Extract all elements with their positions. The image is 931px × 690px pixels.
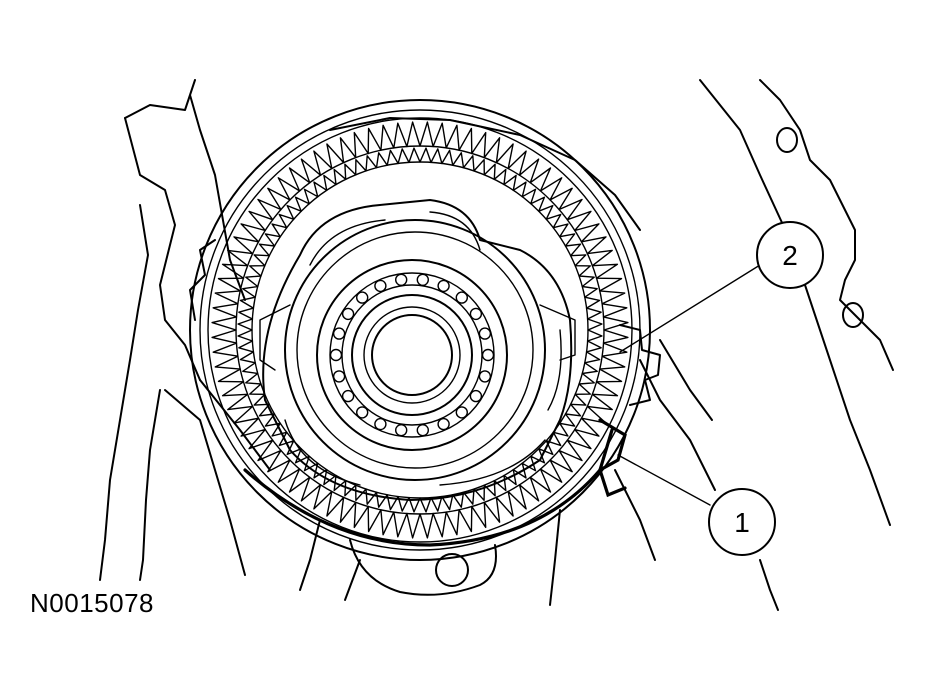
bearing-ball (478, 327, 492, 340)
retaining-ring (243, 428, 614, 547)
bolt-hole (842, 302, 864, 328)
bearing-ball (356, 291, 369, 304)
bearing-ball (437, 417, 450, 431)
outer-housing-ring (189, 99, 651, 561)
lower-lug (349, 539, 497, 596)
bearing-ball (455, 406, 468, 419)
bearing-ball (455, 291, 468, 304)
bearing-ball (469, 307, 483, 321)
bearing-balls (329, 273, 495, 437)
callout-1-label: 1 (734, 507, 750, 538)
bearing-ball (341, 307, 355, 321)
leader-line-2 (619, 264, 761, 353)
bearing-ball (469, 389, 483, 403)
bearing-ball (332, 370, 346, 383)
transmission-housing (99, 79, 656, 606)
bearing-ball (356, 406, 369, 419)
bearing-ball (395, 424, 408, 437)
leader-line-1 (617, 454, 711, 506)
bearing-ball (416, 424, 429, 437)
bearing-ball (481, 348, 495, 362)
bearing-ball (437, 279, 450, 293)
bearing-ball (374, 279, 387, 293)
bearing-ball (374, 417, 387, 431)
figure-reference-code: N0015078 (30, 588, 154, 618)
center-bore (371, 314, 453, 396)
callout-2: 2 (756, 221, 824, 289)
planet-carrier (262, 199, 573, 501)
ring-gear-inner-teeth (237, 147, 603, 513)
outer-clutch-tabs (329, 117, 641, 231)
bolt-hole (776, 127, 798, 153)
spline-detail (619, 324, 661, 406)
bearing-ball (332, 327, 346, 340)
gear-tooth-ring-inner (237, 147, 603, 513)
bearing-ball (395, 273, 408, 286)
bearing-outer-race (316, 259, 508, 451)
bearing-ball (341, 389, 355, 403)
bearing-ball (416, 273, 429, 286)
bearing-ball (329, 348, 343, 362)
bearing-ball (478, 370, 492, 383)
bearing-inner-race (351, 294, 473, 416)
lug-hole (435, 553, 469, 587)
callout-1: 1 (708, 488, 776, 556)
callout-2-label: 2 (782, 240, 798, 271)
ring-gear-outer-teeth (211, 121, 629, 539)
case-flange (639, 79, 894, 611)
gear-tooth-ring-outer (211, 121, 629, 539)
hub-outer (284, 219, 546, 481)
gear-assembly (189, 99, 661, 596)
